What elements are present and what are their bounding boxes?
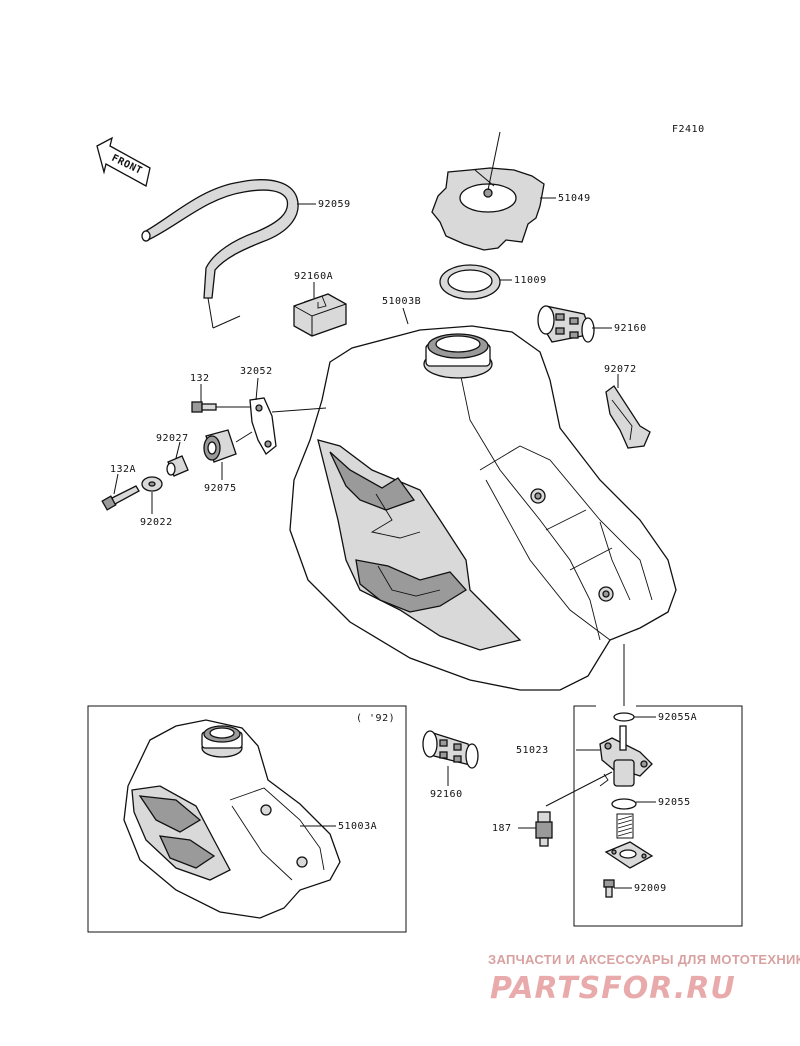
label-132: 132 [190,373,210,384]
watermark-logo: PARTSFOR.RU [490,971,736,1006]
bolt-132 [191,401,217,413]
fuel-strainer-top [537,305,595,343]
label-187: 187 [492,823,512,834]
label-92059: 92059 [318,199,351,210]
figure-code: F2410 [672,124,705,135]
label-132A: 132A [110,464,136,475]
rubber-damper [293,293,347,337]
label-92027: 92027 [156,433,189,444]
label-51049: 51049 [558,193,591,204]
tap-plate [604,841,654,869]
label-92160-top: 92160 [614,323,647,334]
label-32052: 32052 [240,366,273,377]
watermark-tagline: ЗАПЧАСТИ И АКСЕССУАРЫ ДЛЯ МОТОТЕХНИКИ [488,952,800,967]
collar [166,455,189,477]
label-51023: 51023 [516,745,549,756]
fuel-tank-51003B [289,325,677,691]
fuel-tap [599,725,653,787]
label-92072: 92072 [604,364,637,375]
o-ring-92055 [611,798,637,810]
rubber-strap [605,385,651,449]
label-92075: 92075 [204,483,237,494]
rubber-grommet [203,429,253,463]
label-92055: 92055 [658,797,691,808]
label-92160-mid: 92160 [430,789,463,800]
label-92022: 92022 [140,517,173,528]
front-arrow-icon: FRONT [96,136,151,187]
fitting-187 [535,811,553,847]
fuel-tap-box [573,705,743,927]
tank-bracket [249,397,277,455]
cap-gasket [439,264,501,300]
inset-box-92 [87,705,407,933]
label-92160A: 92160A [294,271,333,282]
label-92009: 92009 [634,883,667,894]
bolt-132A [101,485,140,511]
label-51003B: 51003B [382,296,421,307]
o-ring-92055A [613,712,635,722]
label-92055A: 92055A [658,712,697,723]
washer [141,476,163,492]
screw-92009 [603,879,615,898]
label-11009: 11009 [514,275,547,286]
tap-spring [616,813,634,839]
label-51003A: 51003A [338,821,377,832]
fuel-strainer-mid [422,730,479,769]
fuel-cap [431,131,545,251]
fuel-tank-51003A [123,719,341,919]
fuel-hose [141,179,299,329]
year-note: ( '92) [356,713,395,724]
